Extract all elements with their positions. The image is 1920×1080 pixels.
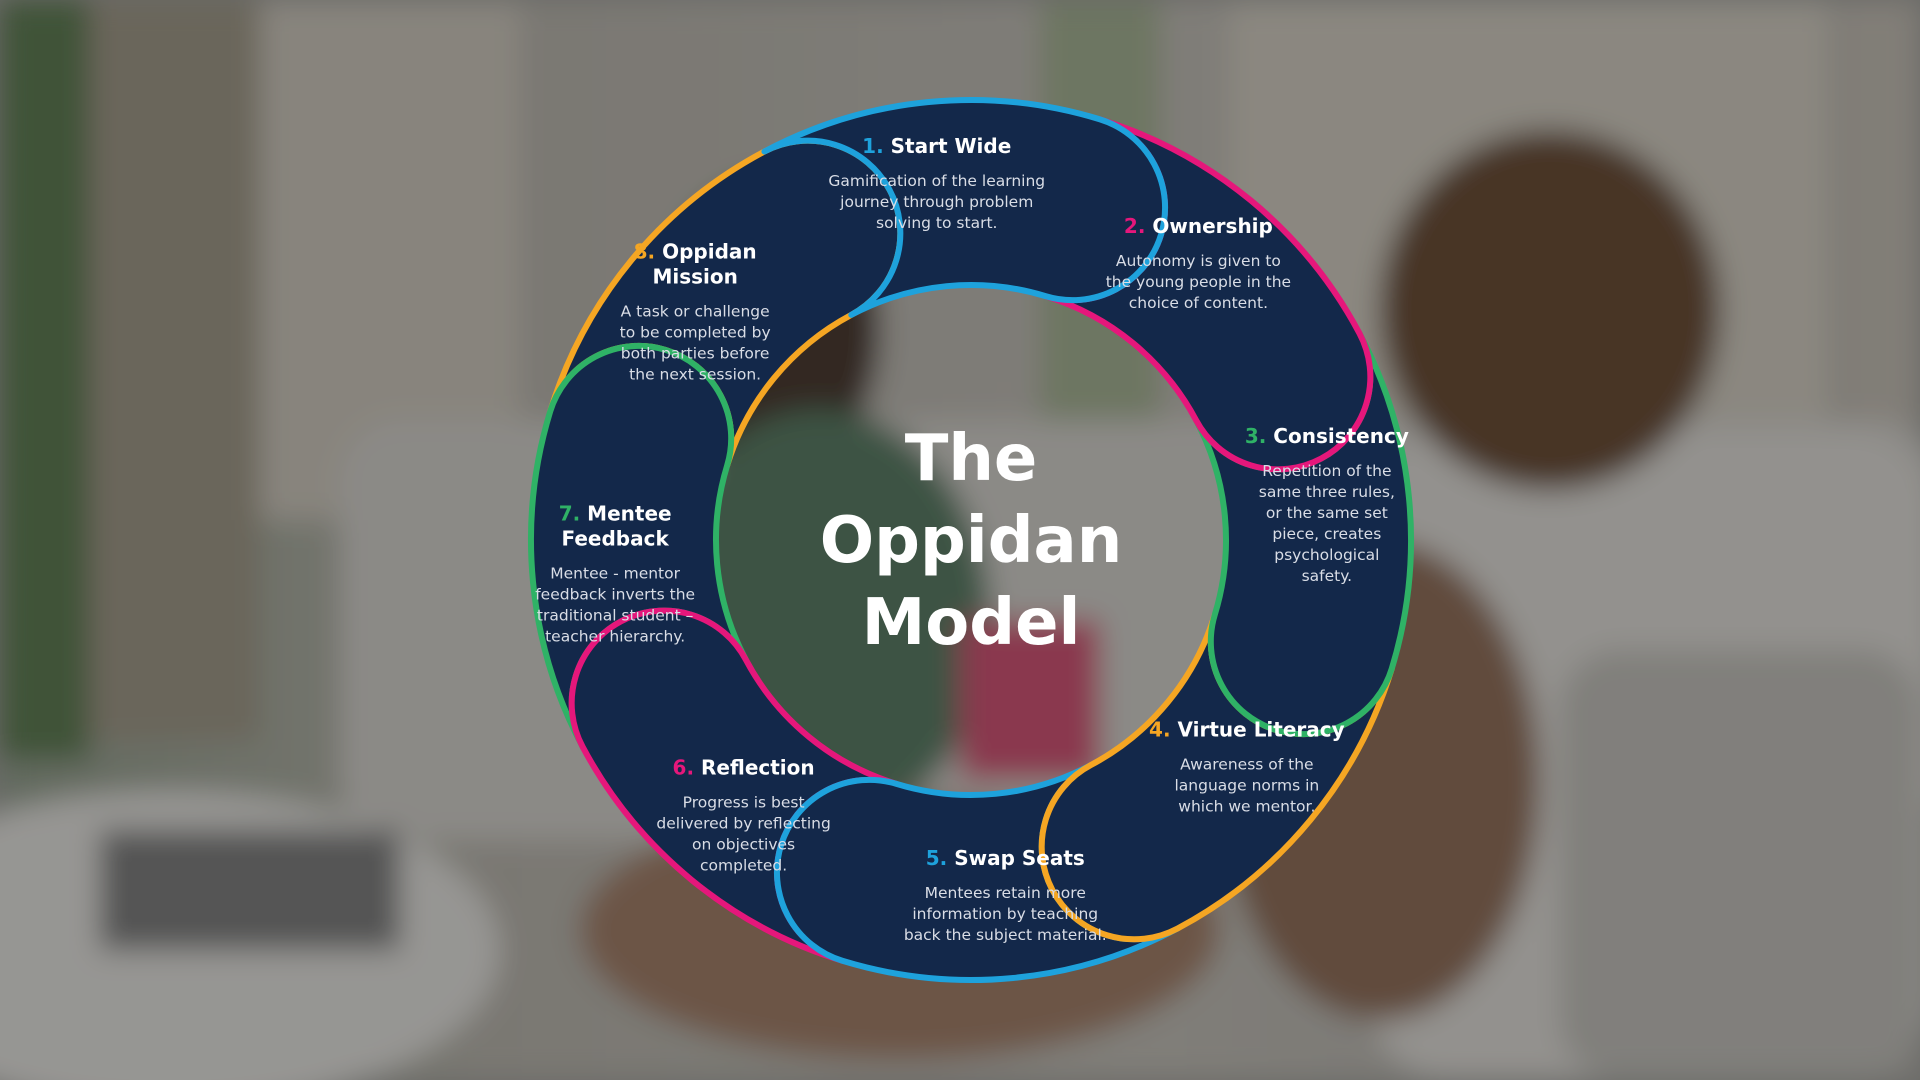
segment-8-number: 8.	[634, 240, 662, 264]
segment-1	[761, 97, 1169, 318]
segment-8-description: A task or challenge	[621, 303, 770, 321]
segment-1-number: 1.	[862, 134, 890, 158]
segment-6-description: Progress is best	[683, 793, 805, 811]
segment-4-title: 4. Virtue Literacy	[1149, 717, 1345, 741]
segment-7-description: teacher hierarchy.	[545, 627, 685, 645]
segment-6-description: completed.	[700, 856, 787, 874]
segment-7-description: traditional student –	[537, 606, 693, 624]
segment-8-title: 8. Oppidan	[634, 240, 757, 264]
segment-3-description: same three rules,	[1259, 483, 1395, 501]
segment-8-description: both parties before	[621, 345, 770, 363]
segment-6-description: delivered by reflecting	[656, 814, 830, 832]
segment-8-description: the next session.	[629, 366, 761, 384]
segment-4-description: language norms in	[1174, 776, 1319, 794]
segment-7-title: Feedback	[562, 526, 670, 550]
segment-2-description: Autonomy is given to	[1116, 252, 1281, 270]
segment-8-description: to be completed by	[620, 324, 771, 342]
segment-6-number: 6.	[673, 755, 701, 779]
segment-7-description: Mentee - mentor	[550, 564, 680, 582]
segment-4-description: which we mentor.	[1178, 797, 1315, 815]
segment-2-description: the young people in the	[1106, 273, 1291, 291]
segment-1-description: journey through problem	[839, 193, 1033, 211]
segment-3-title: 3. Consistency	[1245, 424, 1409, 448]
segment-5-description: information by teaching	[912, 905, 1098, 923]
segment-3-description: Repetition of the	[1262, 462, 1391, 480]
segment-5-description: Mentees retain more	[925, 884, 1086, 902]
center-title-line: The	[905, 422, 1038, 496]
segment-5-number: 5.	[926, 846, 954, 870]
segment-3-description: safety.	[1302, 567, 1353, 585]
segment-7-description: feedback inverts the	[535, 585, 695, 603]
segment-2-description: choice of content.	[1129, 294, 1268, 312]
segment-6-title: 6. Reflection	[673, 755, 815, 779]
segment-1-title: 1. Start Wide	[862, 134, 1011, 158]
segment-8-title: Mission	[652, 265, 737, 289]
segment-4-description: Awareness of the	[1180, 755, 1313, 773]
segment-3-description: or the same set	[1266, 504, 1388, 522]
segment-5-title: 5. Swap Seats	[926, 846, 1085, 870]
segment-2-number: 2.	[1124, 214, 1152, 238]
segment-4-number: 4.	[1149, 717, 1177, 741]
segment-7-title: 7. Mentee	[559, 501, 672, 525]
segment-6-description: on objectives	[692, 835, 795, 853]
segment-2-title: 2. Ownership	[1124, 214, 1273, 238]
segment-3-number: 3.	[1245, 424, 1273, 448]
segment-7-number: 7.	[559, 501, 587, 525]
ring	[528, 97, 1414, 983]
segment-1-description: Gamification of the learning	[828, 172, 1045, 190]
segment-3-description: psychological	[1274, 546, 1379, 564]
segment-3-description: piece, creates	[1272, 525, 1381, 543]
center-title-line: Model	[862, 586, 1081, 660]
segment-5-description: back the subject material.	[904, 926, 1107, 944]
segment-1-description: solving to start.	[876, 214, 997, 232]
center-title-line: Oppidan	[820, 504, 1123, 578]
